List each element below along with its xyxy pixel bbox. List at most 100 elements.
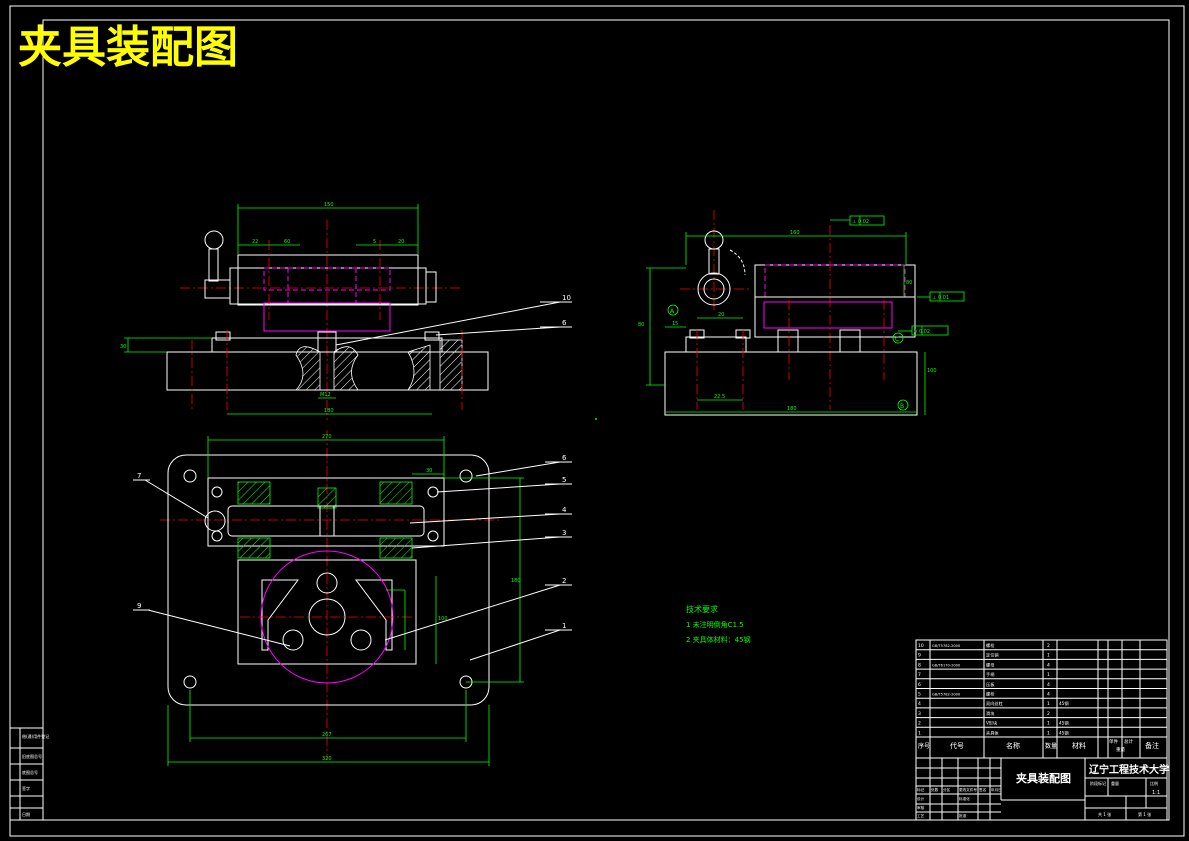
tb-label-process: 工艺: [917, 813, 925, 818]
tb-school: 辽宁工程技术大学: [1089, 763, 1169, 776]
parts-row-qty: 1: [1047, 672, 1050, 678]
tolerance-perp: ⊥ 0.02: [852, 219, 869, 225]
parts-row-no: 10: [918, 643, 924, 649]
parts-header-total-weight: 总计: [1124, 738, 1133, 745]
tb-label-count: 处数: [931, 787, 939, 792]
datum-a: A: [670, 308, 675, 315]
tech-req-item-2: 2 夹具体材料：45钢: [686, 635, 751, 644]
parts-header-no: 序号: [918, 742, 930, 750]
parts-row-qty: 4: [1047, 692, 1050, 698]
dim-side-top: 160: [790, 230, 800, 236]
parts-row-mat: 45钢: [1059, 700, 1069, 707]
tb-label-date: 年月日: [991, 787, 1002, 792]
dim-plan-bottom-1: 267: [322, 732, 332, 738]
balloon-1: 1: [562, 622, 566, 630]
tb-stage: 阶段标记: [1090, 780, 1106, 786]
dim-side-right-2: 100: [927, 368, 937, 374]
balloon-5: 5: [562, 476, 566, 484]
dim-side-bottom-1: 22.5: [714, 394, 725, 400]
balloon-6-front: 6: [562, 319, 567, 327]
parts-header-note: 备注: [1145, 741, 1159, 750]
parts-row-name: 双向丝杠: [986, 700, 1003, 707]
dim-top-right-1: 5: [373, 239, 376, 245]
dim-bottom-small: M12: [320, 392, 331, 398]
tb-sheet: 共 1 张: [1098, 811, 1111, 817]
plan-view: 270 30 180 100 267 320 7 6 5 4 3: [133, 430, 572, 766]
parts-row-code: GB/T5782-2000: [932, 644, 961, 648]
tb-label-zone: 分区: [943, 787, 951, 792]
parts-row-qty: 1: [1047, 721, 1050, 727]
dim-side-bottom-2: 180: [787, 406, 797, 412]
dim-side-small-2: 20: [718, 312, 724, 318]
side-strip-item: 旧底图总号: [22, 753, 42, 759]
parts-row-name: 压板: [986, 681, 995, 688]
parts-row-no: 5: [918, 692, 921, 698]
parts-row-no: 4: [918, 701, 921, 707]
parts-row-no: 9: [918, 653, 921, 659]
parts-row-name: 螺栓: [986, 642, 995, 649]
parts-row-name: 手柄: [986, 671, 994, 678]
tb-ratio: 比例: [1150, 780, 1158, 786]
parts-row-qty: 4: [1047, 682, 1050, 688]
parts-header-qty: 数量: [1045, 742, 1057, 750]
tb-weight: 重量: [1111, 780, 1119, 786]
dim-top-width: 150: [324, 202, 334, 208]
dim-top-left-1: 22: [252, 239, 258, 245]
parts-row-no: 2: [918, 721, 921, 727]
datum-c: C: [895, 336, 899, 343]
page-title: 夹具装配图: [18, 22, 238, 73]
dim-plan-height: 180: [511, 578, 521, 584]
parts-row-code: GB/T6170-2000: [932, 663, 961, 667]
parts-row-name: 定位销: [986, 652, 999, 659]
parts-row-no: 3: [918, 711, 921, 717]
balloon-9: 9: [137, 602, 141, 610]
dim-side-small-1: 15: [672, 321, 678, 327]
side-strip: 借(通)用件登记 旧底图总号 底图总号 签字 日期: [9, 727, 49, 821]
dim-side-right: 80: [906, 280, 912, 286]
parts-row-mat: 45钢: [1059, 720, 1069, 727]
parts-header-name: 名称: [1006, 741, 1020, 750]
tb-label-approve: 批准: [959, 813, 967, 818]
tb-label-sign: 签名: [979, 787, 987, 792]
tb-label-standard: 标准化: [959, 796, 970, 801]
dim-plan-offset: 30: [426, 468, 432, 474]
tech-req-item-1: 1 未注明倒角C1.5: [686, 620, 744, 629]
parts-row-mat: 45钢: [1059, 729, 1069, 736]
tb-sheet-no: 第 1 张: [1138, 811, 1151, 817]
dim-bottom-width: 180: [324, 408, 334, 414]
parts-row-qty: 2: [1047, 711, 1050, 717]
side-strip-item: 签字: [22, 785, 30, 791]
parts-row-no: 7: [918, 672, 921, 678]
inner-frame: [42, 19, 1170, 821]
parts-row-qty: 1: [1047, 701, 1050, 707]
parts-row-name: 螺栓: [986, 691, 995, 698]
balloon-3: 3: [562, 529, 566, 537]
parts-header-code: 代号: [950, 741, 964, 750]
tb-label-design: 设计: [917, 796, 925, 801]
parts-row-qty: 2: [1047, 643, 1050, 649]
parts-row-qty: 1: [1047, 730, 1050, 736]
tech-req-heading: 技术要求: [686, 604, 718, 614]
tb-label-change: 更改文件号: [959, 787, 977, 792]
dim-left-height: 30: [120, 344, 126, 350]
dim-plan-top: 270: [322, 434, 332, 440]
side-strip-item: 日期: [22, 811, 30, 817]
dim-top-left-2: 60: [284, 239, 290, 245]
parts-row-no: 6: [918, 682, 921, 688]
tolerance-flat: ⊥ 0.01: [932, 295, 949, 301]
balloon-7: 7: [137, 472, 141, 480]
balloon-2: 2: [562, 577, 566, 585]
parts-row-qty: 1: [1047, 653, 1050, 659]
balloon-6-plan: 6: [562, 454, 567, 462]
stray-point: [595, 418, 597, 420]
outer-frame: [9, 5, 1185, 837]
parts-header-unit-weight: 单件: [1109, 738, 1118, 745]
side-strip-item: 借(通)用件登记: [22, 733, 49, 739]
balloon-4: 4: [562, 506, 567, 514]
dim-side-height: 80: [638, 322, 644, 328]
side-view: 160 80 80 15 20 22.5 180 100 ⊥ 0.02 ⊥ 0.…: [638, 210, 965, 416]
parts-header-mat: 材料: [1072, 741, 1086, 750]
tb-label-mark: 标记: [917, 787, 925, 792]
